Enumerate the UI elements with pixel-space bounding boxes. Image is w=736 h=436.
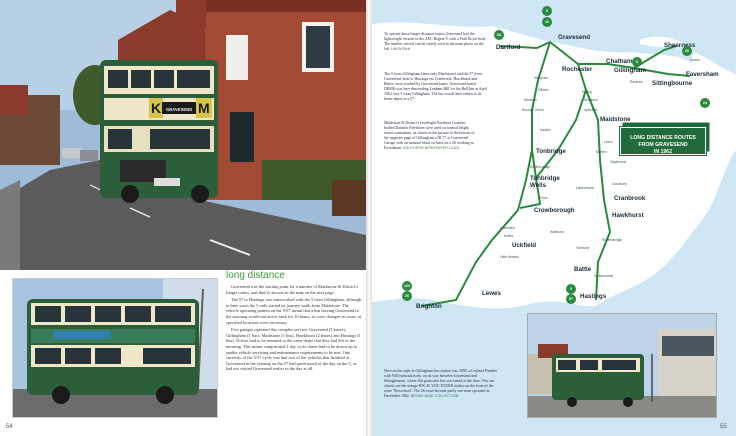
route-badge: 57 [566, 294, 576, 304]
place-ticehurst: Ticehurst [576, 246, 589, 250]
place-little-horsted: Little Horsted [500, 255, 519, 259]
bus-station-photo [527, 313, 717, 418]
caption-text: To operate these longer distance routes … [384, 32, 487, 51]
single-deck-bus [27, 299, 199, 404]
caption-4: Here on the right in Gillingham bus stat… [384, 369, 500, 398]
route-map-legend: LONG DISTANCE ROUTES FROM GRAVESEND IN 1… [619, 126, 707, 156]
place-halling: Halling [582, 90, 592, 94]
place-sedlescombe: Sedlescombe [594, 274, 614, 278]
route-badge: 26 [682, 46, 692, 56]
caption-1: To operate these longer distance routes … [384, 32, 488, 52]
place-nutley: Nutley [504, 234, 514, 238]
caption-2: Maidstone & District's lowheight Norther… [384, 121, 476, 150]
place-uplees: Uplees [690, 58, 700, 62]
place-robertsbridge: Robertsbridge [602, 238, 623, 242]
route-badge: 122 [402, 281, 412, 291]
single-deck-bus [552, 354, 644, 407]
town-lewes: Lewes [482, 290, 501, 297]
paragraph: Gravesend was the starting point for a n… [226, 284, 358, 295]
page-number-right: 55 [720, 424, 727, 430]
route-badge: 5 [632, 57, 642, 67]
town-hastings: Hastings [580, 293, 607, 300]
article-text: long distance Gravesend was the starting… [226, 270, 362, 420]
place-southborough: Southborough [530, 165, 551, 169]
place-aylesford: Aylesford [584, 108, 598, 112]
double-decker-bus [100, 60, 218, 203]
legend-line: LONG DISTANCE ROUTES [630, 135, 696, 141]
place-offham: Offham [538, 88, 549, 92]
town-chatham: Chatham [606, 58, 633, 65]
place-wadhurst: Wadhurst [550, 230, 564, 234]
route-map [372, 0, 736, 436]
bus-blind-m: M [198, 100, 210, 116]
caption-credit: SOUTHERN NEWSPAPER CLUB [403, 145, 459, 150]
paragraph: The 57 to Hastings was interworked with … [226, 297, 362, 325]
town-gravesend: Gravesend [558, 34, 590, 41]
place-wrotham: Wrotham [524, 98, 537, 102]
place-borough-green: Borough Green [522, 108, 544, 112]
bus-blind-k: K [151, 100, 161, 116]
street-bus-photo: K GRAVESEND M [0, 0, 366, 270]
town-brighton: Brighton [416, 303, 442, 310]
place-meopham: Meopham [534, 76, 549, 80]
town-gillingham: Gillingham [614, 67, 646, 74]
place-rainham: Rainham [630, 80, 643, 84]
caption-text: You can clearly see the orange HW 4S YOU… [384, 378, 495, 398]
place-snodland: Snodland [584, 98, 598, 102]
caption-credit: BRYAN JANE COLLECTION [410, 393, 459, 398]
place-frant: Frant [540, 196, 548, 200]
town-sheerness: Sheerness [664, 42, 696, 49]
town-crowborough: Crowborough [534, 207, 575, 214]
section-title: long distance [226, 270, 285, 281]
green-bus-photo [12, 278, 218, 418]
town-rochester: Rochester [562, 66, 593, 73]
route-badge: 24 [700, 98, 710, 108]
caption-3: The 5 from Gillingham (later only Maidst… [384, 72, 488, 101]
caption-credit: UNKNOWN [391, 46, 411, 51]
place-lamberhurst: Lamberhurst [576, 186, 594, 190]
bus-blind-destination: GRAVESEND [166, 107, 192, 112]
route-badge: 5 [566, 284, 576, 294]
page-number-left: 54 [6, 424, 13, 430]
book-gutter [366, 0, 372, 436]
route-badge: 26 [542, 17, 552, 27]
town-maidstone: Maidstone [600, 116, 631, 123]
paragraph: Five garages operated this complex servi… [226, 327, 361, 372]
route-badge: 6A [494, 30, 504, 40]
town-dartford: Dartford [496, 44, 521, 51]
route-badge: 5 [542, 6, 552, 16]
route-badge: 26 [402, 291, 412, 301]
town-tunbridge-wells: Tunbridge Wells [530, 175, 560, 189]
town-uckfield: Uckfield [512, 242, 537, 249]
caption-text: The 5 from Gillingham (later only Maidst… [384, 72, 487, 101]
route-lines [421, 41, 691, 307]
town-cranbrook: Cranbrook [614, 195, 646, 202]
place-marden: Marden [596, 150, 607, 154]
caption-text: Here on the right in Gillingham bus stat… [384, 369, 497, 383]
place-goudhurst: Goudhurst [612, 182, 627, 186]
place-hadlow: Hadlow [540, 128, 551, 132]
town-battle: Battle [574, 266, 592, 273]
legend-line: FROM GRAVESEND [638, 142, 688, 148]
place-staplehurst: Staplehurst [610, 160, 627, 164]
town-sittingbourne: Sittingbourne [652, 80, 693, 87]
caption-text: Maidstone & District's lowheight Norther… [384, 121, 475, 150]
legend-line: IN 1962 [653, 149, 673, 155]
place-linton: Linton [604, 140, 613, 144]
town-faversham: Faversham [686, 71, 719, 78]
town-tonbridge: Tonbridge [536, 148, 566, 155]
place-maresfield: Maresfield [500, 226, 515, 230]
town-hawkhurst: Hawkhurst [612, 212, 644, 219]
